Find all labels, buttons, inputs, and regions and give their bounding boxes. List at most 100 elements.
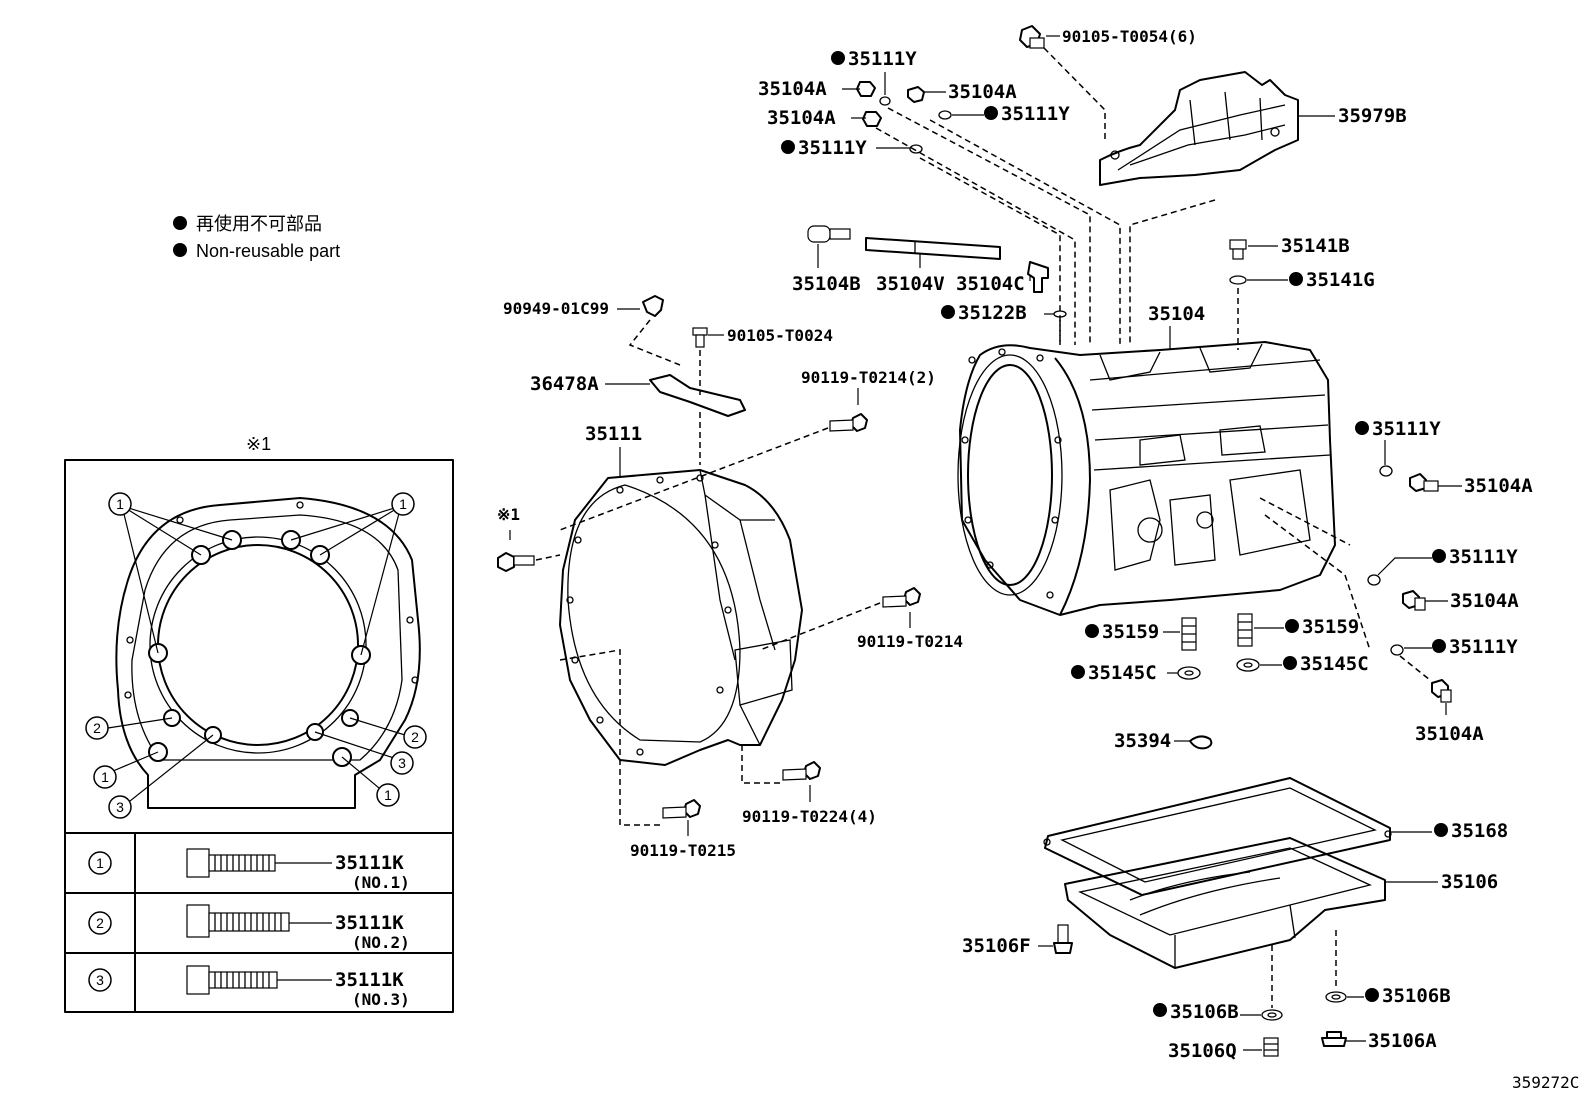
elbow-icon [1027, 261, 1049, 293]
bolt-90119-t0224: 90119-T0224(4) [741, 745, 877, 826]
label-35111y-top: 35111Y [848, 48, 917, 70]
label-35104a-r2: 35104A [1450, 590, 1519, 612]
bolt-thread-icon [208, 854, 276, 872]
bolt-thread-icon [208, 971, 278, 989]
label-35111y-2: 35111Y [1001, 103, 1070, 125]
label-35111y-r1: 35111Y [1372, 418, 1441, 440]
springs-and-gaskets: 35159 35159 35145C 35145C [1071, 613, 1369, 684]
label-35106q: 35106Q [1168, 1040, 1237, 1062]
bolt-90119-t0215: 90119-T0215 [559, 649, 736, 860]
row-mark: 2 [96, 915, 104, 931]
label-90105-t0024: 90105-T0024 [727, 326, 833, 345]
figure-id: 359272C [1512, 1073, 1579, 1092]
bolt-row-3: 3 35111K (NO.3) [88, 965, 410, 1009]
drain-plug-35141: 35141B 35141G [1229, 235, 1375, 350]
label-35104a-3: 35104A [767, 107, 836, 129]
label-35104c: 35104C [956, 273, 1025, 295]
label-35111: 35111 [585, 423, 642, 445]
non-reusable-dot-icon [173, 243, 187, 257]
label-35145c-right: 35145C [1300, 653, 1369, 675]
detail-frame [64, 459, 454, 1013]
pipe-icon [865, 237, 1001, 260]
label-35122b: 35122B [958, 302, 1027, 324]
bolt-90105-t0024: 90105-T0024 [692, 326, 833, 395]
label-35111y-r3: 35111Y [1449, 636, 1518, 658]
plug-icon [907, 86, 925, 103]
label-90119-t0214: 90119-T0214 [857, 632, 963, 651]
bolt-ref-1: ※1 [497, 505, 561, 572]
detail-marker: ※1 [246, 434, 271, 454]
label-35106a: 35106A [1368, 1030, 1437, 1052]
label-35104: 35104 [1148, 303, 1205, 325]
bell-housing-35111: 35111 [559, 423, 803, 766]
legend-japanese: 再使用不可部品 [196, 214, 322, 234]
label-35111y-r2: 35111Y [1449, 546, 1518, 568]
label-35106b-right: 35106B [1382, 985, 1451, 1007]
label-35145c-left: 35145C [1088, 662, 1157, 684]
label-35104a-r3: 35104A [1415, 723, 1484, 745]
label-35104a-r1: 35104A [1464, 475, 1533, 497]
label-90119-t0215: 90119-T0215 [630, 841, 736, 860]
bolt-row-2: 2 35111K (NO.2) [88, 904, 410, 952]
label-35979b: 35979B [1338, 105, 1407, 127]
bolt-part-number: 35111K [335, 969, 404, 991]
label-90119-t0224: 90119-T0224(4) [742, 807, 877, 826]
bolt-note: (NO.1) [352, 873, 410, 892]
bolt-note: (NO.3) [352, 990, 410, 1009]
bolt-head-icon [186, 965, 210, 995]
detail-panel: ※1 [64, 434, 454, 1013]
bolt-row-1: 1 35111K (NO.1) [88, 848, 410, 892]
svg-text:1: 1 [384, 787, 392, 803]
label-90105-t0054: 90105-T0054(6) [1062, 27, 1197, 46]
part-35394: 35394 [1114, 730, 1213, 752]
label-35104b: 35104B [792, 273, 861, 295]
bolt-90119-t0214: 90119-T0214 [759, 587, 963, 651]
label-90119-t0214-2: 90119-T0214(2) [801, 368, 936, 387]
label-36478a: 36478A [530, 373, 599, 395]
top-fittings: 90105-T0054(6) 35111Y 35104A 35104A 3510… [758, 25, 1197, 345]
drain-35106: 35106B 35106B 35106Q 35106A [1153, 930, 1451, 1062]
detail-callouts: 1 1 2 2 1 1 3 3 [85, 492, 427, 819]
svg-text:2: 2 [411, 729, 419, 745]
housing-face-drawing [115, 497, 421, 809]
legend-english: Non-reusable part [196, 241, 340, 261]
right-fittings: 35111Y 35104A 35111Y 35104A 35111Y 35104… [1355, 418, 1533, 745]
label-35106: 35106 [1441, 871, 1498, 893]
transmission-case-35104: 35104 [957, 303, 1371, 651]
label-35159-right: 35159 [1302, 616, 1359, 638]
label-35394: 35394 [1114, 730, 1171, 752]
clamp-90949: 90949-01C99 [503, 295, 681, 366]
label-90949-01c99: 90949-01C99 [503, 299, 609, 318]
svg-text:1: 1 [116, 496, 124, 512]
label-35106b-left: 35106B [1170, 1001, 1239, 1023]
row-mark: 3 [96, 972, 104, 988]
bolt-head-icon [186, 904, 210, 938]
svg-text:1: 1 [101, 769, 109, 785]
label-35104v: 35104V [876, 273, 945, 295]
bolt-head-icon [186, 848, 210, 878]
bolt-90119-t0214-2: 90119-T0214(2) [559, 368, 936, 531]
seal-35122b: 35122B [941, 302, 1067, 345]
union-icon [807, 225, 831, 243]
plug-icon [862, 111, 882, 127]
svg-text:1: 1 [399, 496, 407, 512]
row-mark: 1 [96, 855, 104, 871]
bracket-36478a: 36478A [530, 373, 746, 465]
pipes: 35104B 35104V 35104C [792, 225, 1049, 295]
bolt-part-number: 35111K [335, 912, 404, 934]
label-35159-left: 35159 [1102, 621, 1159, 643]
label-35111y-3: 35111Y [798, 137, 867, 159]
oil-pan-gasket-35168: 35168 [1043, 777, 1508, 896]
label-35106f: 35106F [962, 935, 1031, 957]
bolt-part-number: 35111K [335, 852, 404, 874]
bolt-note: (NO.2) [352, 933, 410, 952]
ref-marker: ※1 [497, 505, 520, 524]
legend: 再使用不可部品 Non-reusable part [173, 214, 340, 261]
cover-35979b: 35979B [1099, 71, 1407, 345]
oil-pan-35106: 35106 [1064, 837, 1498, 969]
label-35104a-2: 35104A [948, 81, 1017, 103]
label-35168: 35168 [1451, 820, 1508, 842]
svg-text:3: 3 [116, 799, 124, 815]
plug-icon [1229, 239, 1247, 250]
